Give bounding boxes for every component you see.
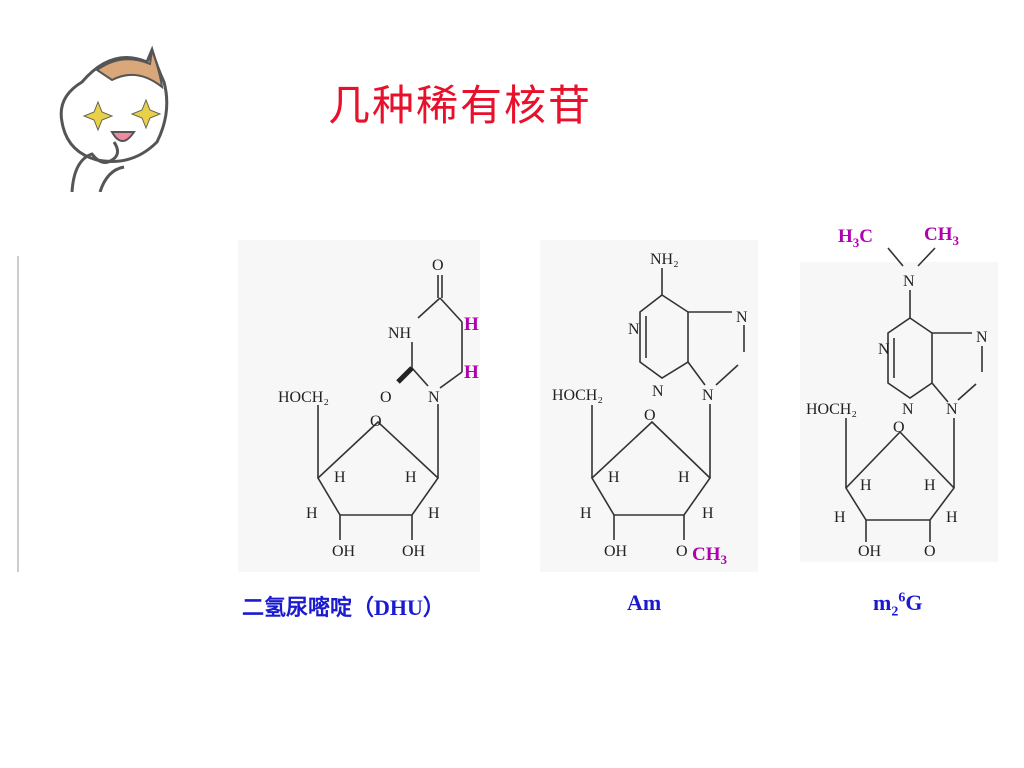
am-atom-nh2: NH₂ — [650, 251, 679, 268]
am-atom-o-ring: O — [644, 407, 656, 424]
am-atom-h2: H — [678, 469, 690, 486]
cartoon-mascot-icon — [59, 45, 169, 192]
am-atom-n3: N — [652, 383, 664, 400]
dhu-panel — [238, 240, 480, 572]
m26g-methyl-right: CH3 — [924, 224, 959, 248]
m26g-atom-o-ring: O — [893, 419, 905, 436]
m26g-atom-h1: H — [860, 477, 872, 494]
m26g-atom-hoch2: HOCH₂ — [806, 401, 857, 418]
am-atom-o: O — [676, 543, 688, 560]
caption-m26g: m26G — [873, 590, 923, 620]
am-panel — [540, 240, 758, 572]
am-highlight-methyl: CH3 — [692, 544, 728, 567]
m26g-atom-n-amine: N — [903, 273, 915, 290]
m26g-atom-n3: N — [902, 401, 914, 418]
dhu-atom-h2: H — [405, 469, 417, 486]
am-atom-n9: N — [702, 387, 714, 404]
slide-title: 几种稀有核苷 — [328, 81, 593, 130]
dhu-highlight-h-lower: H — [464, 362, 479, 383]
dhu-atom-o-ring: O — [370, 413, 382, 430]
am-atom-h1: H — [608, 469, 620, 486]
dhu-atom-h3: H — [306, 505, 318, 522]
m26g-atom-o: O — [924, 543, 936, 560]
dhu-atom-n: N — [428, 389, 440, 406]
m26g-atom-h4: H — [946, 509, 958, 526]
dhu-atom-o-left: O — [380, 389, 392, 406]
dhu-atom-nh: NH — [388, 325, 412, 342]
m26g-atom-h3: H — [834, 509, 846, 526]
m26g-atom-n1: N — [878, 341, 890, 358]
dhu-atom-oh1: OH — [332, 543, 356, 560]
dhu-atom-h1: H — [334, 469, 346, 486]
m26g-panel — [800, 262, 998, 562]
dhu-atom-o-top: O — [432, 257, 444, 274]
dhu-atom-h4: H — [428, 505, 440, 522]
am-atom-h4: H — [702, 505, 714, 522]
m26g-atom-oh: OH — [858, 543, 882, 560]
dhu-structure: O NH O N HOCH₂ O H H H H OH OH — [278, 257, 463, 560]
m26g-methyl-left: H3C — [838, 226, 874, 250]
am-atom-hoch2: HOCH₂ — [552, 387, 603, 404]
dhu-highlight-h-upper: H — [464, 314, 479, 335]
caption-am: Am — [627, 590, 662, 615]
dhu-atom-hoch2: HOCH₂ — [278, 389, 329, 406]
am-atom-oh: OH — [604, 543, 628, 560]
dhu-atom-oh2: OH — [402, 543, 426, 560]
am-atom-n7: N — [736, 309, 748, 326]
am-structure: NH₂ N N N N HOCH₂ O H H H H OH O — [552, 251, 748, 560]
caption-dhu: 二氢尿嘧啶（DHU） — [242, 595, 445, 620]
m26g-structure: N N N N N HOCH₂ O H H H H OH O — [806, 247, 988, 560]
m26g-atom-h2: H — [924, 477, 936, 494]
am-atom-h3: H — [580, 505, 592, 522]
m26g-atom-n9: N — [946, 401, 958, 418]
am-atom-n1: N — [628, 321, 640, 338]
m26g-atom-n7: N — [976, 329, 988, 346]
